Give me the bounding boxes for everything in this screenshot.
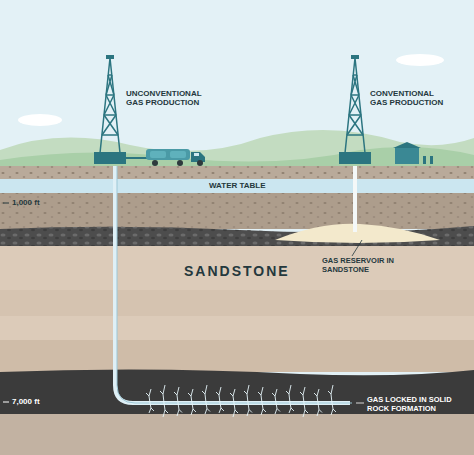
layer-label: SANDSTONE <box>184 263 290 279</box>
fracture <box>202 391 205 394</box>
fracture <box>230 393 233 396</box>
fracture <box>263 409 266 412</box>
fracture <box>205 385 207 403</box>
fracture <box>319 410 322 413</box>
fracture <box>160 391 163 394</box>
fracture <box>291 408 294 411</box>
fracture <box>317 389 319 403</box>
fracture <box>188 393 191 396</box>
fracture <box>247 403 249 416</box>
fracture <box>233 389 235 403</box>
fracture <box>275 403 277 414</box>
fracture <box>317 403 319 416</box>
fracture <box>146 393 149 396</box>
fracture <box>331 385 333 403</box>
fracture <box>193 409 196 412</box>
rig-label: CONVENTIONAL GAS PRODUCTION <box>370 89 452 107</box>
fracture <box>216 392 219 395</box>
fracture <box>303 387 305 403</box>
fracture <box>219 403 221 413</box>
fracture <box>314 393 317 396</box>
fracture <box>233 403 235 417</box>
fracture <box>163 403 165 417</box>
fracture <box>177 403 179 416</box>
fracture <box>286 391 289 394</box>
layer-label: WATER TABLE <box>209 181 266 190</box>
rig-label: UNCONVENTIONAL GAS PRODUCTION <box>126 89 214 107</box>
fracture <box>179 410 182 413</box>
fracture <box>149 403 151 413</box>
fracture <box>258 392 261 395</box>
fracture <box>163 385 165 403</box>
fracture <box>235 410 238 413</box>
fracture <box>247 385 249 403</box>
fracture <box>289 385 291 403</box>
fracture <box>277 409 280 412</box>
depth-label: 7,000 ft <box>12 397 40 406</box>
fracture <box>249 410 252 413</box>
fracture <box>289 403 291 413</box>
fracture <box>333 409 336 412</box>
fracture <box>174 392 177 395</box>
fracture <box>300 392 303 395</box>
fracture <box>331 403 333 415</box>
fracture <box>191 403 193 415</box>
fracture <box>205 403 207 414</box>
fracture <box>244 391 247 394</box>
fracture <box>165 410 168 413</box>
fracture <box>305 410 308 413</box>
fracture <box>207 409 210 412</box>
fracture <box>177 387 179 403</box>
callout-label: GAS LOCKED IN SOLID ROCK FORMATION <box>367 396 462 413</box>
fracture <box>303 403 305 417</box>
fracture <box>261 387 263 403</box>
fracture <box>219 387 221 403</box>
fracture <box>328 391 331 394</box>
fracture <box>151 408 154 411</box>
fracture <box>221 408 224 411</box>
fracture <box>275 389 277 403</box>
fracture <box>261 403 263 415</box>
fracture <box>149 389 151 403</box>
depth-label: 1,000 ft <box>12 198 40 207</box>
fracture <box>191 389 193 403</box>
callout-label: GAS RESERVOIR IN SANDSTONE <box>322 257 422 274</box>
fracture <box>272 393 275 396</box>
